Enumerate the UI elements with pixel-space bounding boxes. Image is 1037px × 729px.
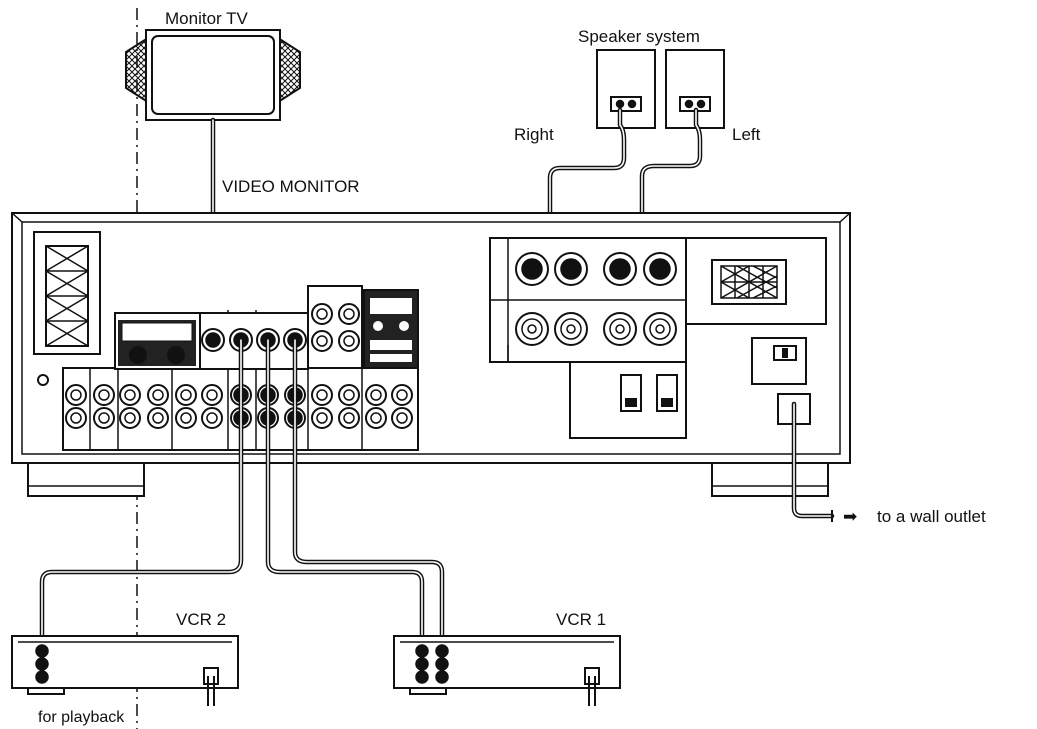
ground-screw bbox=[37, 374, 49, 386]
terminal-knob bbox=[649, 258, 671, 280]
vcr2-body bbox=[11, 635, 239, 689]
aux-jack-block bbox=[307, 285, 363, 369]
rca-jack-center bbox=[316, 412, 328, 424]
vcr2 bbox=[11, 635, 239, 706]
vcr2-label: VCR 2 bbox=[176, 610, 226, 629]
rca-jack-center bbox=[343, 389, 355, 401]
terminal-ring bbox=[527, 324, 537, 334]
rca-jack-center bbox=[70, 412, 82, 424]
vcr1-jack bbox=[435, 670, 449, 684]
jack-center bbox=[205, 332, 221, 348]
s-video-jack bbox=[167, 346, 185, 364]
rca-jack-center bbox=[98, 412, 110, 424]
speaker-right-box bbox=[596, 49, 656, 129]
tv-right-speaker-grille bbox=[277, 36, 301, 104]
left-speaker-label: Left bbox=[732, 125, 761, 144]
antenna-label-area bbox=[370, 354, 412, 362]
rca-jack-center bbox=[152, 389, 164, 401]
ac-outlet-slot bbox=[661, 398, 673, 407]
receiver-unit bbox=[11, 212, 851, 497]
receiver-foot-right bbox=[711, 461, 829, 497]
antenna-label-area bbox=[370, 340, 412, 350]
speaker-left-terminal-pin bbox=[696, 99, 706, 109]
rca-jack-center bbox=[152, 412, 164, 424]
wall-outlet-label: to a wall outlet bbox=[877, 507, 986, 526]
terminal-ring bbox=[655, 324, 665, 334]
rca-jack-center bbox=[316, 389, 328, 401]
receiver-vent-grille bbox=[45, 245, 89, 347]
vcr1-label: VCR 1 bbox=[556, 610, 606, 629]
terminal-ring bbox=[566, 324, 576, 334]
vcr1-cable-out-inner bbox=[294, 339, 443, 651]
jack-center bbox=[316, 335, 328, 347]
bevel-line bbox=[839, 212, 851, 223]
terminal-knob bbox=[560, 258, 582, 280]
jack-center bbox=[343, 335, 355, 347]
jack-center bbox=[343, 308, 355, 320]
video-monitor-label: VIDEO MONITOR bbox=[222, 177, 360, 196]
switch-lever bbox=[782, 348, 788, 358]
jack-center bbox=[316, 308, 328, 320]
vcr1-jack bbox=[415, 657, 429, 671]
rca-jack-center bbox=[206, 412, 218, 424]
vcr2-jack bbox=[35, 657, 49, 671]
receiver-inner-frame bbox=[21, 221, 841, 455]
vcr2-jack bbox=[35, 644, 49, 658]
right-speaker-label: Right bbox=[514, 125, 554, 144]
vcr2-jack bbox=[35, 670, 49, 684]
terminal-ring bbox=[615, 324, 625, 334]
rca-jack-center bbox=[396, 389, 408, 401]
for-playback-label: for playback bbox=[38, 709, 125, 726]
audio-jack-rows bbox=[65, 384, 413, 429]
vcr1-power-cord bbox=[588, 676, 596, 706]
monitor-tv-label: Monitor TV bbox=[165, 9, 248, 28]
power-cord-inner bbox=[793, 403, 833, 517]
rca-jack-center bbox=[343, 412, 355, 424]
monitor-tv bbox=[125, 29, 301, 121]
vcr2-cable-inner bbox=[41, 339, 242, 651]
s-video-label-area bbox=[121, 322, 193, 342]
terminal-knob bbox=[609, 258, 631, 280]
vcr2-power-cord bbox=[207, 676, 215, 706]
vcr1-jack bbox=[435, 657, 449, 671]
speaker-left bbox=[665, 49, 725, 129]
antenna-screw bbox=[373, 321, 383, 331]
s-video-jack bbox=[129, 346, 147, 364]
antenna-screw bbox=[399, 321, 409, 331]
vcr1-body bbox=[393, 635, 621, 689]
speaker-right bbox=[596, 49, 656, 129]
tv-screen bbox=[151, 35, 275, 115]
speaker-right-terminal-pin bbox=[627, 99, 637, 109]
vcr1-power-socket bbox=[584, 667, 600, 685]
terminal-knob bbox=[521, 258, 543, 280]
rca-jack-center bbox=[70, 389, 82, 401]
rca-jack-center bbox=[98, 389, 110, 401]
vcr1-jack bbox=[415, 644, 429, 658]
vcr1-jack bbox=[415, 670, 429, 684]
vcr1 bbox=[393, 635, 621, 706]
speaker-right-terminal-pin bbox=[615, 99, 625, 109]
speaker-left-terminal-pin bbox=[684, 99, 694, 109]
speaker-right-terminal bbox=[610, 96, 642, 112]
rca-jack-center bbox=[180, 412, 192, 424]
vcr1-jack bbox=[435, 644, 449, 658]
rca-jack-center bbox=[396, 412, 408, 424]
vcr1-cable-in-inner bbox=[267, 339, 423, 651]
rca-jack-center bbox=[180, 389, 192, 401]
receiver-foot-left bbox=[27, 461, 145, 497]
rca-jack-center bbox=[124, 389, 136, 401]
ac-outlet-slot bbox=[625, 398, 637, 407]
speaker-system-label: Speaker system bbox=[578, 27, 700, 46]
vcr2-power-socket bbox=[203, 667, 219, 685]
rca-jack-center bbox=[370, 389, 382, 401]
antenna-label-area bbox=[370, 298, 412, 314]
rca-jack-center bbox=[370, 412, 382, 424]
wall-outlet-arrow: ➡ bbox=[843, 507, 857, 526]
bevel-line bbox=[11, 212, 23, 223]
rca-jack-center bbox=[206, 389, 218, 401]
rca-jack-center bbox=[124, 412, 136, 424]
tv-left-speaker-grille bbox=[125, 36, 149, 104]
